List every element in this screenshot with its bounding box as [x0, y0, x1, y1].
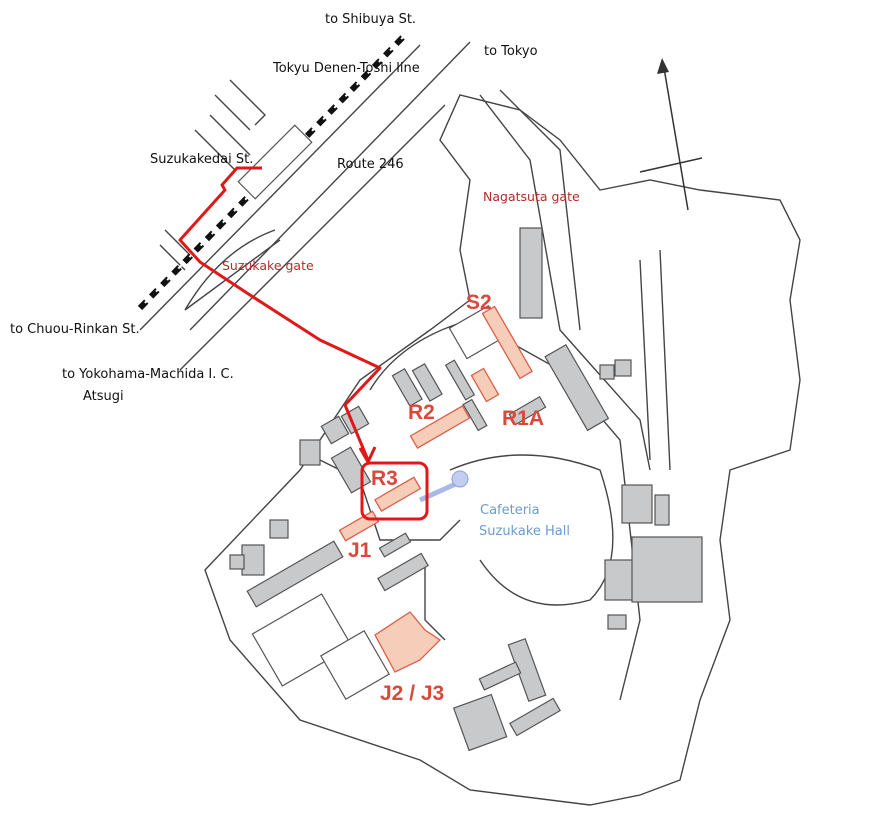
walking-route: [178, 166, 382, 461]
label-atsugi: Atsugi: [83, 389, 124, 404]
route-arrowhead: [358, 446, 377, 466]
label-station: Suzukakedai St.: [150, 152, 253, 167]
label-cafeteria: Cafeteria: [480, 503, 540, 518]
building-label-r3: R3: [371, 467, 398, 490]
label-route-246: Route 246: [337, 157, 404, 172]
building-label-r1a: R1A: [502, 407, 544, 430]
label-suzukake-gate: Suzukake gate: [222, 258, 314, 273]
label-to-tokyo: to Tokyo: [484, 44, 538, 59]
r3-highlight-box: [360, 461, 429, 521]
label-to-shibuya: to Shibuya St.: [325, 12, 416, 27]
label-to-yokohama: to Yokohama-Machida I. C.: [62, 367, 234, 382]
roads: [139, 41, 471, 371]
label-suzukake-hall: Suzukake Hall: [479, 524, 570, 539]
label-to-chuou: to Chuou-Rinkan St.: [10, 322, 140, 337]
building-label-j1: J1: [348, 539, 372, 562]
other-buildings: [229, 227, 703, 752]
building-label-s2: S2: [466, 291, 492, 314]
railway: [137, 32, 408, 311]
building-label-j2-j3: J2 / J3: [380, 682, 444, 705]
north-arrow-icon: [639, 58, 703, 211]
label-nagatsuta-gate: Nagatsuta gate: [483, 189, 580, 204]
station-building: [237, 124, 313, 200]
building-label-r2: R2: [408, 401, 435, 424]
label-rail-line: Tokyu Denen-Toshi line: [272, 61, 420, 76]
campus-boundary: [204, 94, 801, 806]
